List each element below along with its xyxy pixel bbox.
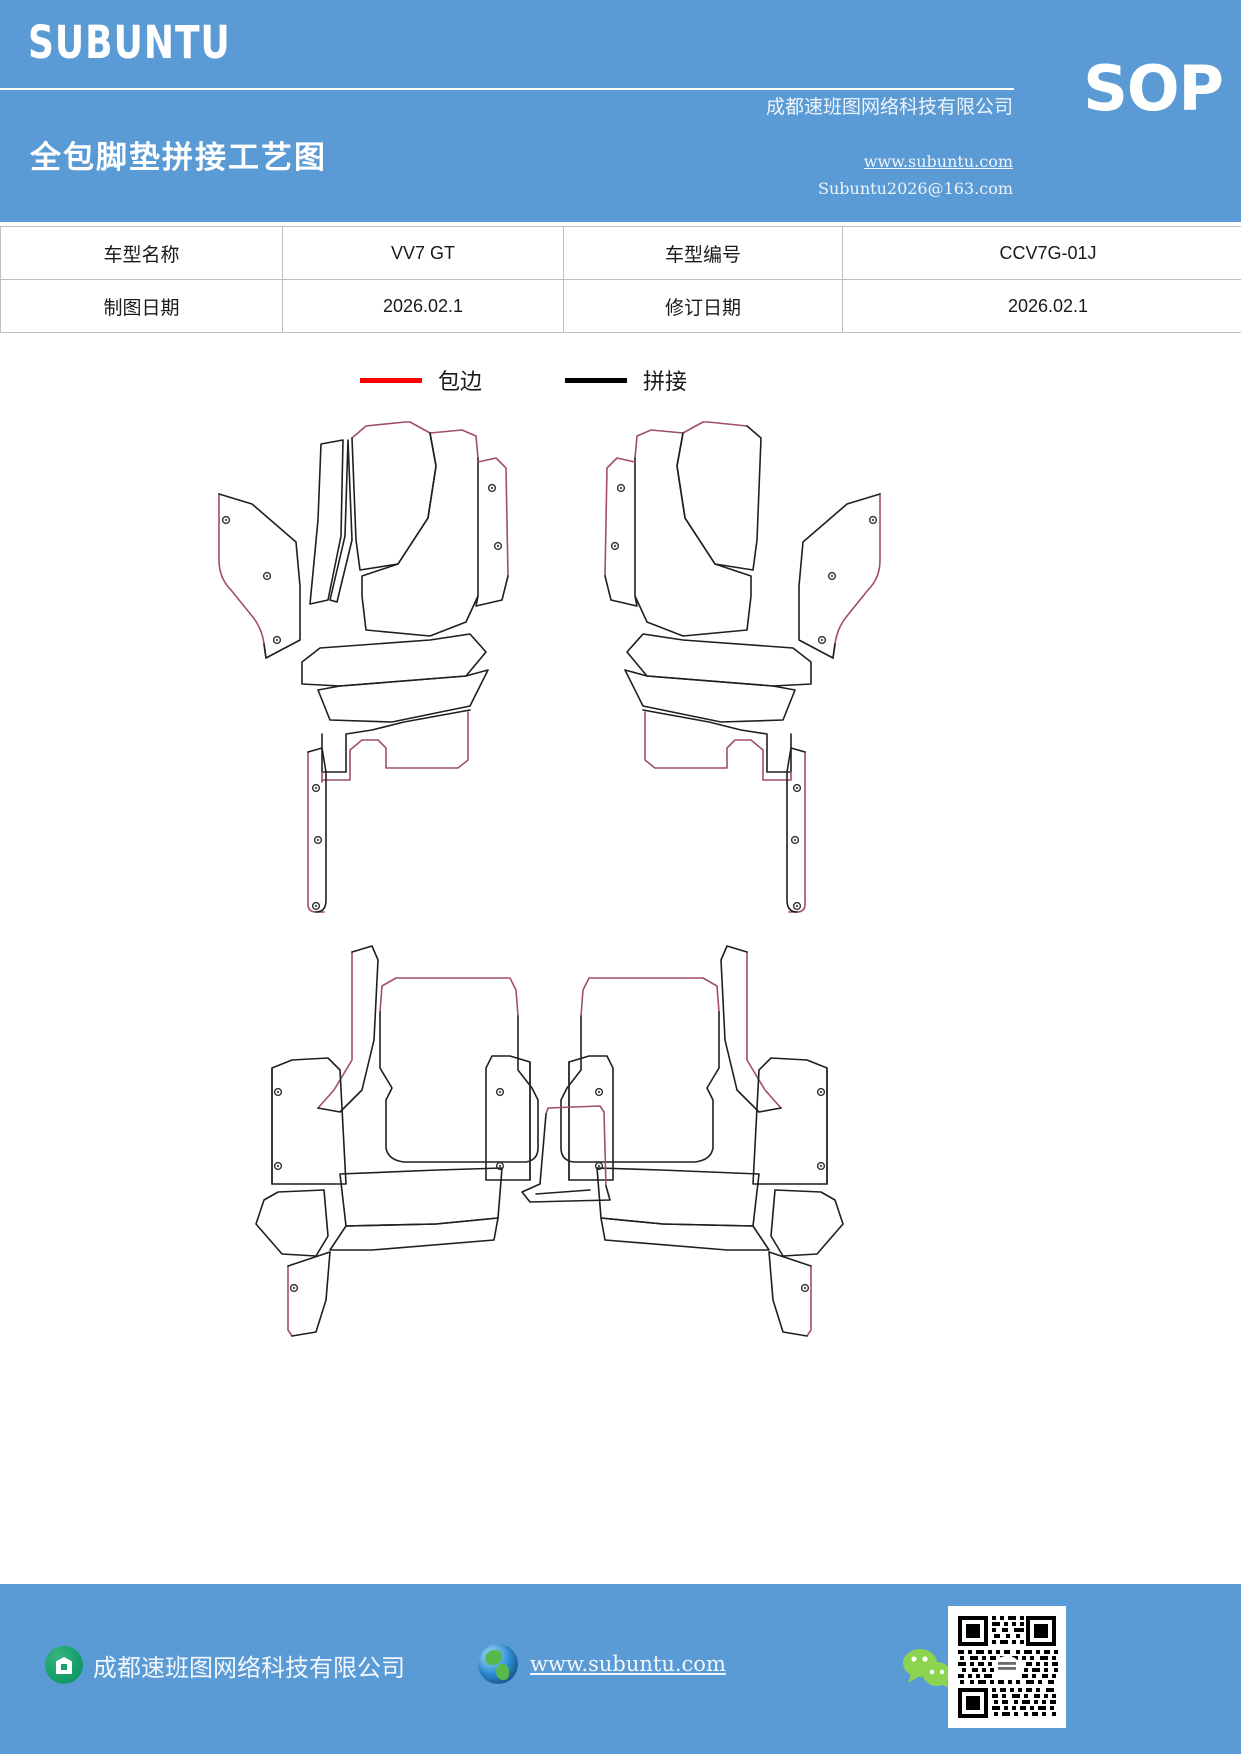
legend-label-splice: 拼接 bbox=[643, 370, 688, 395]
vehicle-info-table: 车型名称 VV7 GT 车型编号 CCV7G-01J 制图日期 2026.02.… bbox=[0, 226, 1241, 333]
rear-right-mat-assembly bbox=[560, 945, 844, 1337]
legend: 包边 拼接 bbox=[0, 356, 1241, 402]
footer-company-name: 成都速班图网络科技有限公司 bbox=[93, 1653, 405, 1682]
legend-swatch-red-line bbox=[360, 377, 422, 383]
building-icon bbox=[45, 1646, 83, 1684]
header-website-link[interactable]: www.subuntu.com bbox=[863, 152, 1013, 171]
center-tunnel-piece bbox=[521, 1105, 611, 1203]
document-footer: 成都速班图网络科技有限公司 www.subuntu.com bbox=[0, 1584, 1241, 1754]
sop-badge: SOP bbox=[1083, 52, 1224, 125]
legend-swatch-black-line bbox=[565, 377, 627, 383]
legend-item-binding: 包边 bbox=[360, 364, 482, 396]
legend-item-splice: 拼接 bbox=[565, 364, 687, 396]
document-header: SUBUNTU 全包脚垫拼接工艺图 成都速班图网络科技有限公司 www.subu… bbox=[0, 0, 1241, 222]
label-revision-date: 修订日期 bbox=[563, 279, 843, 333]
header-company-name: 成都速班图网络科技有限公司 bbox=[765, 96, 1013, 118]
wechat-icon bbox=[900, 1646, 958, 1690]
footer-company-block: 成都速班图网络科技有限公司 bbox=[45, 1646, 405, 1684]
header-divider bbox=[0, 88, 1014, 90]
value-model-name: VV7 GT bbox=[282, 226, 564, 280]
front-right-mat-assembly bbox=[604, 421, 881, 913]
qr-code bbox=[948, 1606, 1066, 1728]
value-model-code: CCV7G-01J bbox=[842, 226, 1241, 280]
footer-website-link[interactable]: www.subuntu.com bbox=[530, 1652, 726, 1676]
label-model-code: 车型编号 bbox=[563, 226, 843, 280]
globe-icon bbox=[478, 1644, 518, 1684]
table-row: 制图日期 2026.02.1 修订日期 2026.02.1 bbox=[0, 279, 1241, 333]
header-email: Subuntu2026@163.com bbox=[818, 179, 1013, 198]
legend-label-binding: 包边 bbox=[438, 370, 483, 395]
rear-left-mat-assembly bbox=[255, 945, 539, 1337]
technical-drawing-area: .bind { fill:none; stroke:#a05060; strok… bbox=[0, 400, 1241, 1420]
label-model-name: 车型名称 bbox=[0, 226, 283, 280]
footer-website-block[interactable]: www.subuntu.com bbox=[478, 1644, 726, 1684]
value-revision-date: 2026.02.1 bbox=[842, 279, 1241, 333]
brand-logo: SUBUNTU bbox=[28, 18, 231, 70]
value-draw-date: 2026.02.1 bbox=[282, 279, 564, 333]
front-left-mat-assembly bbox=[218, 421, 509, 913]
label-draw-date: 制图日期 bbox=[0, 279, 283, 333]
page-title: 全包脚垫拼接工艺图 bbox=[30, 140, 327, 176]
floor-mat-layout-svg: .bind { fill:none; stroke:#a05060; strok… bbox=[218, 421, 881, 1337]
table-row: 车型名称 VV7 GT 车型编号 CCV7G-01J bbox=[0, 226, 1241, 280]
